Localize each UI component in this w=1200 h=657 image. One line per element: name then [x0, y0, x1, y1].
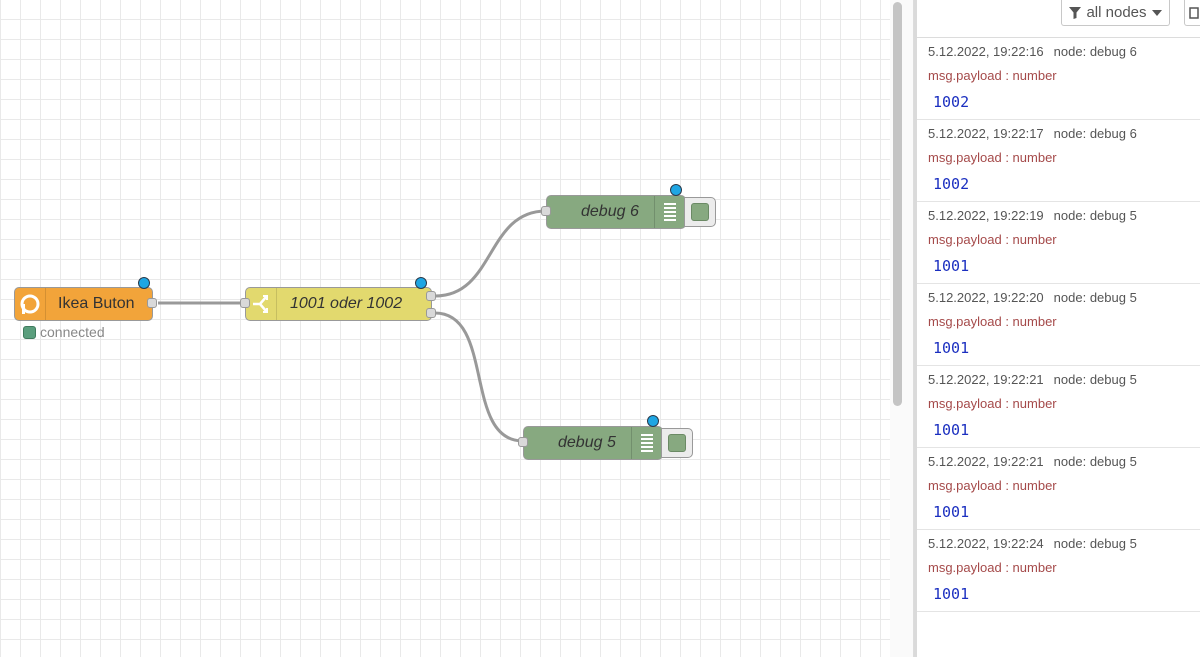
message-meta: 5.12.2022, 19:22:19 node: debug 5: [928, 208, 1137, 223]
message-node-link[interactable]: node: debug 5: [1053, 290, 1137, 305]
message-value[interactable]: 1001: [933, 503, 970, 521]
message-topic[interactable]: msg.payload : number: [928, 68, 1057, 83]
status-text: connected: [40, 324, 105, 340]
message-node-link[interactable]: node: debug 5: [1053, 372, 1137, 387]
message-topic[interactable]: msg.payload : number: [928, 560, 1057, 575]
debug-message[interactable]: 5.12.2022, 19:22:21 node: debug 5 msg.payl…: [917, 448, 1200, 530]
debug-message[interactable]: 5.12.2022, 19:22:20 node: debug 5 msg.payl…: [917, 284, 1200, 366]
message-node-link[interactable]: node: debug 5: [1053, 208, 1137, 223]
output-port-1[interactable]: [426, 291, 436, 301]
message-time: 5.12.2022, 19:22:17: [928, 126, 1044, 141]
message-topic[interactable]: msg.payload : number: [928, 232, 1057, 247]
flow-workspace[interactable]: Ikea Buton connected 1001 oder 1002 debu…: [0, 0, 890, 657]
debug-toggle-button[interactable]: [684, 197, 716, 227]
input-port[interactable]: [541, 206, 551, 216]
filter-nodes-button[interactable]: all nodes: [1061, 0, 1170, 26]
node-label: debug 6: [581, 203, 639, 220]
changed-indicator: [138, 277, 150, 289]
debug-message[interactable]: 5.12.2022, 19:22:17 node: debug 6 msg.payl…: [917, 120, 1200, 202]
message-node-link[interactable]: node: debug 5: [1053, 536, 1137, 551]
message-node-link[interactable]: node: debug 5: [1053, 454, 1137, 469]
message-meta: 5.12.2022, 19:22:17 node: debug 6: [928, 126, 1137, 141]
message-topic[interactable]: msg.payload : number: [928, 150, 1057, 165]
message-time: 5.12.2022, 19:22:21: [928, 372, 1044, 387]
debug-message[interactable]: 5.12.2022, 19:22:16 node: debug 6 msg.payl…: [917, 38, 1200, 120]
output-port[interactable]: [147, 298, 157, 308]
toggle-square-icon: [668, 434, 686, 452]
message-value[interactable]: 1001: [933, 421, 970, 439]
node-debug-6[interactable]: debug 6: [546, 195, 686, 229]
wire-switch-to-debug6[interactable]: [434, 209, 547, 298]
message-topic[interactable]: msg.payload : number: [928, 314, 1057, 329]
message-time: 5.12.2022, 19:22:19: [928, 208, 1044, 223]
message-meta: 5.12.2022, 19:22:21 node: debug 5: [928, 454, 1137, 469]
message-node-link[interactable]: node: debug 6: [1053, 126, 1137, 141]
message-time: 5.12.2022, 19:22:24: [928, 536, 1044, 551]
node-label: Ikea Buton: [58, 295, 135, 312]
input-port[interactable]: [240, 298, 250, 308]
node-label: 1001 oder 1002: [290, 295, 403, 312]
filter-label: all nodes: [1086, 4, 1147, 21]
changed-indicator: [415, 277, 427, 289]
debug-list-icon: [631, 427, 662, 459]
status-square-icon: [23, 325, 36, 339]
message-topic[interactable]: msg.payload : number: [928, 396, 1057, 411]
debug-message[interactable]: 5.12.2022, 19:22:21 node: debug 5 msg.payl…: [917, 366, 1200, 448]
chevron-down-icon: [1151, 9, 1162, 16]
debug-toolbar: all nodes: [917, 0, 1200, 38]
debug-message[interactable]: 5.12.2022, 19:22:19 node: debug 5 msg.payl…: [917, 202, 1200, 284]
message-value[interactable]: 1002: [933, 93, 970, 111]
message-time: 5.12.2022, 19:22:21: [928, 454, 1044, 469]
message-time: 5.12.2022, 19:22:20: [928, 290, 1044, 305]
wire-switch-to-debug5[interactable]: [434, 311, 524, 443]
message-meta: 5.12.2022, 19:22:21 node: debug 5: [928, 372, 1137, 387]
message-meta: 5.12.2022, 19:22:24 node: debug 5: [928, 536, 1137, 551]
node-label: debug 5: [558, 434, 616, 451]
message-meta: 5.12.2022, 19:22:16 node: debug 6: [928, 44, 1137, 59]
output-port-2[interactable]: [426, 308, 436, 318]
debug-list-icon: [654, 196, 685, 228]
trash-icon: [1189, 6, 1199, 19]
node-status: connected: [23, 324, 105, 340]
wires-layer: [158, 209, 547, 443]
mqtt-icon: [15, 288, 46, 320]
debug-message-list[interactable]: 5.12.2022, 19:22:16 node: debug 6 msg.payl…: [917, 38, 1200, 612]
message-value[interactable]: 1001: [933, 585, 970, 603]
message-value[interactable]: 1002: [933, 175, 970, 193]
message-topic[interactable]: msg.payload : number: [928, 478, 1057, 493]
debug-toggle-button[interactable]: [661, 428, 693, 458]
message-meta: 5.12.2022, 19:22:20 node: debug 5: [928, 290, 1137, 305]
message-value[interactable]: 1001: [933, 257, 970, 275]
workspace-scrollbar-thumb[interactable]: [893, 2, 902, 406]
debug-message[interactable]: 5.12.2022, 19:22:24 node: debug 5 msg.payl…: [917, 530, 1200, 612]
node-ikea-buton[interactable]: Ikea Buton: [14, 287, 153, 321]
node-switch[interactable]: 1001 oder 1002: [245, 287, 432, 321]
debug-sidebar: all nodes 5.12.2022, 19:22:16 node: debug…: [917, 0, 1200, 657]
message-node-link[interactable]: node: debug 6: [1053, 44, 1137, 59]
node-debug-5[interactable]: debug 5: [523, 426, 663, 460]
changed-indicator: [670, 184, 682, 196]
clear-messages-button[interactable]: [1184, 0, 1200, 26]
message-time: 5.12.2022, 19:22:16: [928, 44, 1044, 59]
switch-icon: [246, 288, 277, 320]
message-value[interactable]: 1001: [933, 339, 970, 357]
changed-indicator: [647, 415, 659, 427]
filter-icon: [1069, 6, 1082, 19]
input-port[interactable]: [518, 437, 528, 447]
toggle-square-icon: [691, 203, 709, 221]
sidebar-resize-handle[interactable]: [914, 0, 917, 657]
